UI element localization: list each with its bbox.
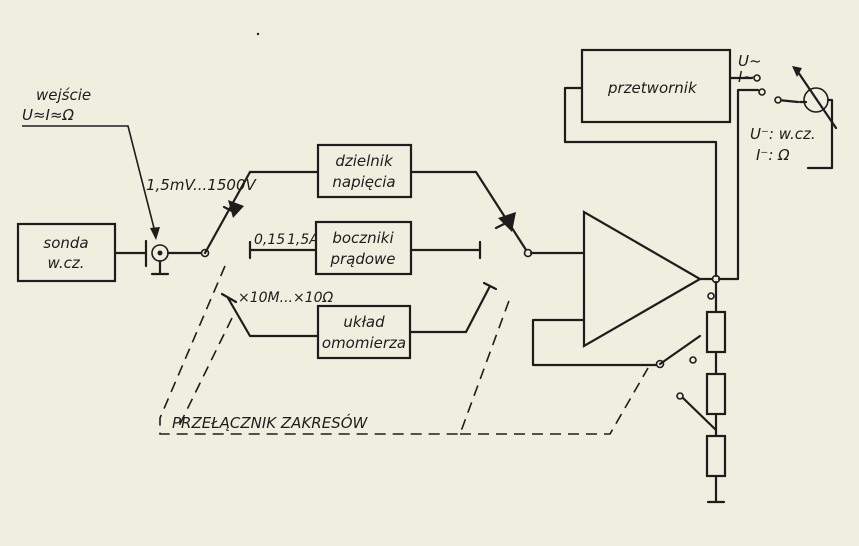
current-shunts-label-1: boczniki (332, 229, 394, 247)
mode-i-ac: I~ (738, 68, 755, 86)
shunts-output-wire (409, 240, 482, 260)
range-switch-linkage-right (460, 367, 649, 435)
resistor-2 (705, 372, 727, 416)
meter-return-wire (806, 98, 834, 170)
resistor-1 (705, 310, 727, 354)
tap-2 (676, 392, 684, 400)
mode-u-ac: U~ (738, 52, 762, 70)
converter-label: przetwornik (607, 79, 698, 97)
probe-label-2: w.cz. (48, 254, 85, 272)
coax-connector (150, 244, 207, 276)
tap-1 (689, 356, 697, 364)
ohm-range-label: ×10M...×10Ω (238, 290, 334, 306)
ohmmeter-input-stub (220, 292, 238, 304)
input-switch-mark (222, 205, 238, 215)
shunt-range-high: 1,5A (287, 232, 319, 248)
ohmmeter-box (316, 304, 412, 360)
ground-symbol (706, 474, 726, 504)
mode-contact-dc (758, 88, 766, 96)
voltage-divider-box (316, 143, 413, 199)
voltage-divider-label-2: napięcia (332, 173, 395, 191)
range-switch-label: PRZEŁĄCZNIK ZAKRESÓW (172, 413, 369, 432)
meter-direct-wire (717, 88, 760, 281)
range-switch-linkage-ohm (177, 317, 233, 429)
mode-contact-ac (753, 74, 761, 82)
scan-speck (256, 32, 260, 36)
output-switch-mark (494, 220, 510, 230)
feedback-wire (531, 318, 660, 367)
input-arrowhead (150, 227, 160, 240)
range-switch-linkage-left (159, 265, 511, 435)
probe-label-1: sonda (43, 234, 88, 252)
ohmmeter-output-wire (408, 284, 492, 334)
mode-switch-pivot (774, 96, 782, 104)
resistor-3 (705, 434, 727, 478)
meter-needle-arrowhead (792, 66, 802, 77)
ohmmeter-output-stub (482, 281, 498, 291)
voltage-range-label: 1,5mV...1500V (146, 176, 257, 194)
input-types-label: U≈I≈Ω (22, 106, 75, 124)
input-switch-tip (228, 200, 244, 218)
mode-i-dc: I⁻: Ω (756, 146, 790, 164)
ohmmeter-input-wire (226, 296, 320, 338)
shunts-input-wire (248, 240, 318, 260)
current-shunts-box (314, 220, 413, 276)
voltage-divider-label-1: dzielnik (335, 152, 394, 170)
tap-2-arm (681, 396, 718, 432)
input-switch-arm (203, 170, 252, 255)
converter-box (580, 48, 732, 124)
ohmmeter-label-1: układ (343, 313, 385, 331)
meter-needle (796, 70, 838, 130)
ohmmeter-label-2: omomierza (322, 334, 406, 352)
probe-box (16, 222, 117, 283)
feedback-switch-arm (658, 334, 702, 366)
current-shunts-label-2: prądowe (329, 250, 395, 268)
tap-top (707, 292, 715, 300)
divider-output-wire (409, 170, 530, 255)
shunt-range-low: 0,15 (254, 232, 285, 248)
mode-u-dc: U⁻: w.cz. (750, 125, 816, 143)
input-pointer-line (22, 125, 157, 237)
converter-input-wire (563, 86, 718, 278)
input-label: wejście (36, 86, 91, 104)
amplifier-triangle (582, 210, 703, 348)
